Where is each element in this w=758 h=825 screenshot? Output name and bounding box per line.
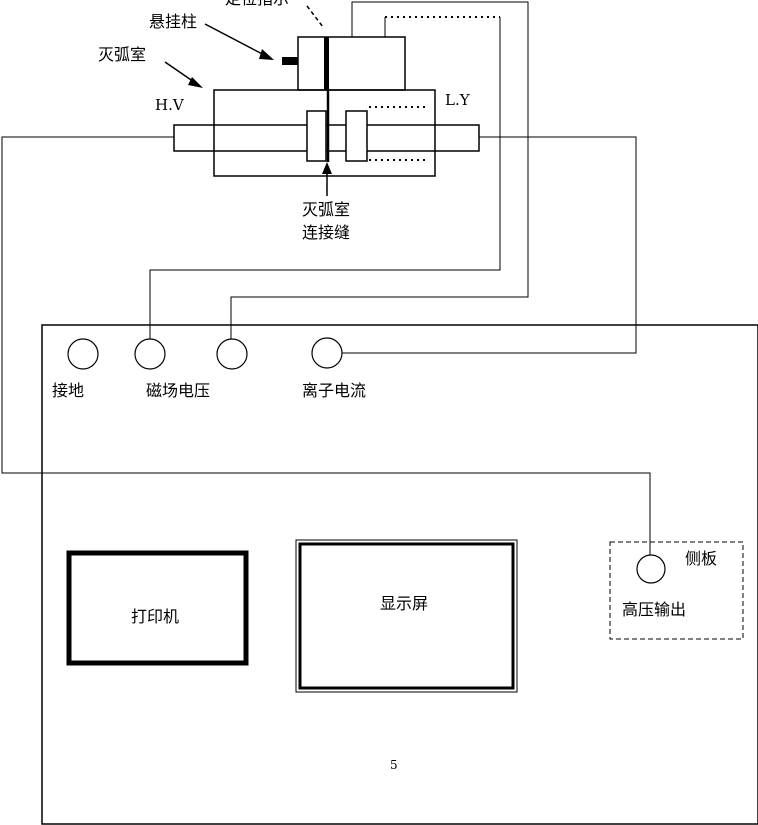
hanging-post-stub xyxy=(282,57,298,65)
magnetic-voltage-terminal xyxy=(134,338,166,370)
ion-current-label: 离子电流 xyxy=(302,381,366,400)
positioning-arrow xyxy=(306,5,324,28)
seam-label-2: 连接缝 xyxy=(302,223,350,242)
lead-wire-outer xyxy=(230,1,529,340)
hv-output-terminal xyxy=(636,554,666,584)
lead-wire-mag xyxy=(149,17,501,340)
display-label: 显示屏 xyxy=(380,594,428,613)
display-inner xyxy=(298,542,515,690)
left-contact xyxy=(306,110,327,162)
seam-arrowhead xyxy=(322,162,332,174)
side-panel xyxy=(609,541,744,640)
printer-label: 打印机 xyxy=(131,607,179,626)
seam-label-1: 灭弧室 xyxy=(302,200,350,219)
display-outer xyxy=(295,539,518,693)
hanging-post-label: 悬挂柱 xyxy=(149,12,197,31)
hanging-post-arrowhead xyxy=(259,49,274,60)
ly-label: L.Y xyxy=(445,91,471,109)
magnetic-voltage-label: 磁场电压 xyxy=(146,381,210,400)
center-shaft xyxy=(324,37,329,90)
printer-box xyxy=(66,550,249,666)
arc-chamber-arrowhead xyxy=(188,77,203,88)
ion-current-terminal xyxy=(311,337,343,369)
hanging-post-arrow xyxy=(204,23,269,58)
arc-chamber-label: 灭弧室 xyxy=(98,45,146,64)
ly-wire xyxy=(342,136,637,354)
hv-output-label: 高压输出 xyxy=(622,600,686,619)
hv-wire xyxy=(1,136,651,555)
ground-terminal xyxy=(67,338,99,370)
hv-label: H.V xyxy=(155,96,185,114)
ground-label: 接地 xyxy=(52,381,84,400)
side-panel-label: 侧板 xyxy=(685,549,717,568)
instrument-cabinet xyxy=(41,324,758,825)
top-housing xyxy=(297,36,406,91)
page-number: 5 xyxy=(390,758,398,772)
positioning-label: 定位指示 xyxy=(225,0,289,8)
right-contact xyxy=(345,110,368,162)
magnetic-voltage-terminal-2 xyxy=(216,338,248,370)
